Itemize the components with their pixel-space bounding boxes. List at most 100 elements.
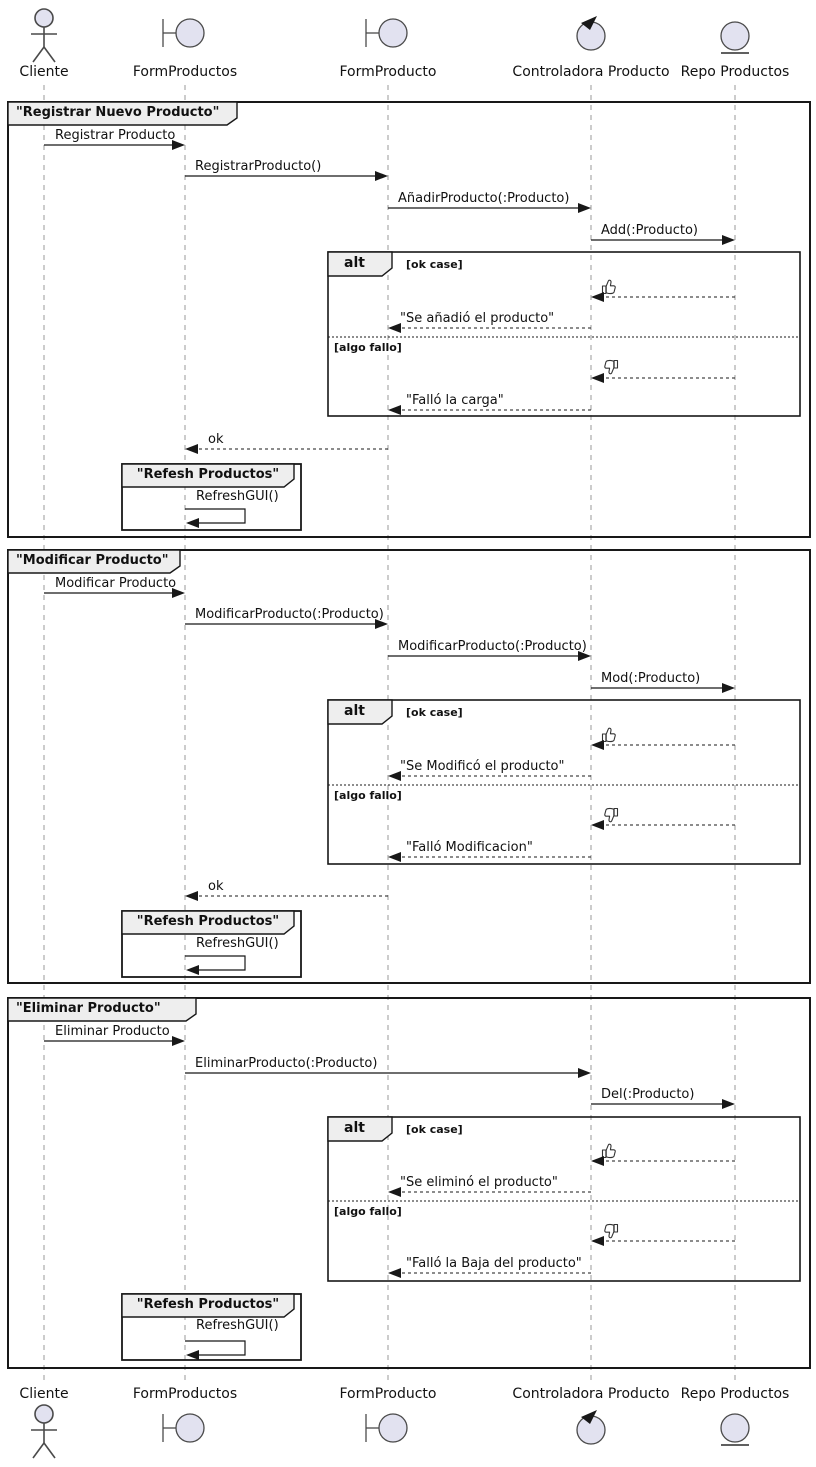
message-label: RefreshGUI() xyxy=(196,489,279,504)
ref-title: "Refesh Productos" xyxy=(136,467,280,482)
frame-tab xyxy=(121,1293,295,1318)
control-icon xyxy=(576,1409,606,1445)
participant-label: Controladora Producto xyxy=(512,1386,670,1402)
self-message-arrow xyxy=(185,1340,246,1360)
message-label: "Se Modificó el producto" xyxy=(400,759,565,774)
message-label: "Se añadió el producto" xyxy=(400,311,555,326)
participant-label: Cliente xyxy=(19,1386,69,1402)
frame-tab xyxy=(327,699,393,725)
message-arrow xyxy=(591,1099,735,1109)
actor-icon xyxy=(30,1404,58,1459)
message-label: Registrar Producto xyxy=(55,128,176,143)
alt-operator-label: alt xyxy=(344,255,365,271)
message-label: Del(:Producto) xyxy=(601,1087,695,1102)
entity-icon xyxy=(720,21,750,54)
guard-label: [algo fallo] xyxy=(334,789,402,802)
ref-title: "Refesh Productos" xyxy=(136,1297,280,1312)
guard-label: [ok case] xyxy=(406,706,463,719)
message-arrow xyxy=(388,651,591,661)
thumbs-up-icon xyxy=(601,1143,616,1159)
boundary-icon xyxy=(365,18,408,48)
return-arrow xyxy=(388,771,591,781)
return-arrow xyxy=(185,444,388,454)
alt-frame xyxy=(327,1116,801,1282)
return-arrow xyxy=(388,1187,591,1197)
thumbs-down-icon xyxy=(604,359,619,375)
group-title: "Registrar Nuevo Producto" xyxy=(16,105,220,120)
guard-label: [algo fallo] xyxy=(334,341,402,354)
ref-frame xyxy=(121,463,302,531)
message-label: Add(:Producto) xyxy=(601,223,699,238)
return-arrow xyxy=(388,323,591,333)
participant-label: Repo Productos xyxy=(680,1386,790,1402)
return-arrow xyxy=(591,292,735,302)
message-label: Mod(:Producto) xyxy=(601,671,701,686)
message-label: Modificar Producto xyxy=(55,576,177,591)
group-title: "Modificar Producto" xyxy=(16,553,169,568)
message-label: "Se eliminó el producto" xyxy=(400,1175,558,1190)
return-arrow xyxy=(388,405,591,415)
self-message-arrow xyxy=(185,508,246,528)
frame-tab xyxy=(327,1116,393,1142)
guard-label: [ok case] xyxy=(406,258,463,271)
message-arrow xyxy=(185,171,388,181)
thumbs-up-icon xyxy=(601,279,616,295)
self-message-arrow xyxy=(185,955,246,975)
message-arrow xyxy=(591,683,735,693)
message-arrow xyxy=(44,140,185,150)
message-arrow xyxy=(388,203,591,213)
participant-label: Cliente xyxy=(19,64,69,80)
participant-label: Controladora Producto xyxy=(512,64,670,80)
message-arrow xyxy=(591,235,735,245)
frame-tab xyxy=(7,101,238,126)
actor-icon xyxy=(30,8,58,63)
message-label: EliminarProducto(:Producto) xyxy=(195,1056,378,1071)
participant-label: FormProductos xyxy=(132,64,238,80)
alt-frame xyxy=(327,699,801,865)
boundary-icon xyxy=(162,18,205,48)
alt-frame xyxy=(327,251,801,417)
message-arrow xyxy=(44,1036,185,1046)
thumbs-up-icon xyxy=(601,727,616,743)
participant-label: FormProducto xyxy=(339,64,437,80)
message-arrow xyxy=(185,619,388,629)
message-arrow xyxy=(185,1068,591,1078)
group-frame xyxy=(7,997,811,1369)
ref-title: "Refesh Productos" xyxy=(136,914,280,929)
message-label: "Falló la carga" xyxy=(406,393,504,408)
return-arrow xyxy=(388,1268,591,1278)
control-icon xyxy=(576,15,606,51)
return-arrow xyxy=(591,820,735,830)
message-label: ModificarProducto(:Producto) xyxy=(398,639,587,654)
guard-label: [ok case] xyxy=(406,1123,463,1136)
return-arrow xyxy=(591,1156,735,1166)
boundary-icon xyxy=(365,1413,408,1443)
message-label: Eliminar Producto xyxy=(55,1024,170,1039)
return-arrow xyxy=(185,891,388,901)
thumbs-down-icon xyxy=(604,1223,619,1239)
message-label: RefreshGUI() xyxy=(196,936,279,951)
return-arrow xyxy=(388,852,591,862)
guard-label: [algo fallo] xyxy=(334,1205,402,1218)
group-frame xyxy=(7,101,811,538)
group-title: "Eliminar Producto" xyxy=(16,1001,161,1016)
message-arrow xyxy=(44,588,185,598)
frame-tab xyxy=(7,997,197,1022)
frame-tab xyxy=(7,549,181,574)
participant-label: FormProductos xyxy=(132,1386,238,1402)
message-label: "Falló la Baja del producto" xyxy=(406,1256,582,1271)
lifelines xyxy=(43,85,736,1384)
return-label: ok xyxy=(208,879,224,894)
ref-frame xyxy=(121,910,302,978)
frame-tab xyxy=(121,910,295,935)
message-label: "Falló Modificacion" xyxy=(406,840,533,855)
message-label: RefreshGUI() xyxy=(196,1318,279,1333)
return-arrow xyxy=(591,740,735,750)
participant-label: FormProducto xyxy=(339,1386,437,1402)
message-label: AñadirProducto(:Producto) xyxy=(398,191,570,206)
ref-frame xyxy=(121,1293,302,1361)
frame-tab xyxy=(121,463,295,488)
alt-operator-label: alt xyxy=(344,1120,365,1136)
